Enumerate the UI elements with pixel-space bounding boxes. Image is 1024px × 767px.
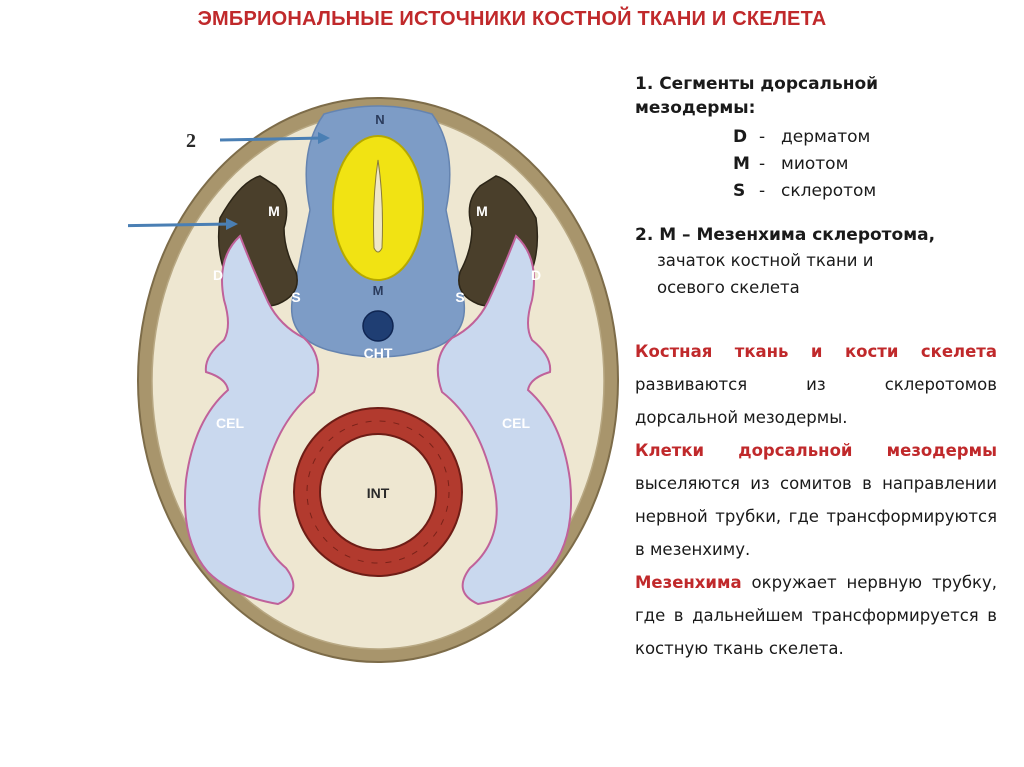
intestine-lumen [319,433,437,551]
highlight-mesoderm-cells: Клетки дорсальной мезодермы [635,441,997,460]
label-m-left: M [268,203,280,219]
segment-row: D-дерматом [733,127,871,147]
label-s-left: S [291,289,300,305]
pointer-1-arrow [128,222,233,228]
sentence-1: развиваются из склеротомов дорсальной ме… [635,375,997,427]
label-int: INT [367,485,390,501]
label-m-right: M [476,203,488,219]
coelom-right [436,234,573,606]
label-d-right: D [531,267,541,283]
segment-row: S-склеротом [733,181,877,201]
highlight-bone-tissue: Костная ткань и кости скелета [635,342,997,361]
page-title: ЭМБРИОНАЛЬНЫЕ ИСТОЧНИКИ КОСТНОЙ ТКАНИ И … [197,8,827,30]
list-item-1-heading: 1. Сегменты дорсальной мезодермы: [635,74,879,118]
highlight-mesenchyme: Мезенхима [635,573,742,592]
pointer-2-arrow [219,136,325,142]
list-item-2-heading: 2. M – Мезенхима склеротома, [635,225,936,245]
label-d-left: D [213,267,223,283]
sentence-2: выселяются из сомитов в направлении нерв… [635,474,997,559]
coelom-left [183,234,320,606]
text-panel: 1. Сегменты дорсальной мезодермы: D-дерм… [635,72,997,665]
label-cel-left: CEL [216,415,244,431]
list-item-2-line-2: осевого скелета [657,278,800,297]
label-m-center: M [373,283,384,298]
neural-canal [373,159,383,253]
segment-list: D-дерматом M-миотом S-склеротом [635,124,997,205]
label-cel-right: CEL [502,415,530,431]
label-s-right: S [455,289,464,305]
segment-row: M-миотом [733,154,849,174]
list-item-2-line-1: зачаток костной ткани и [657,251,874,270]
notochord [362,310,394,342]
explanation-paragraph: Костная ткань и кости скелета развиваютс… [635,335,997,665]
label-cht: CHT [364,345,393,361]
label-n: N [375,112,384,127]
embryo-cross-section-diagram: M M D D S S CHT CEL CEL N M INT 2 1 [128,90,628,680]
sentence-3: окружает нервную трубку, где в дальнейше… [635,573,997,658]
pointer-2-label: 2 [186,130,196,152]
